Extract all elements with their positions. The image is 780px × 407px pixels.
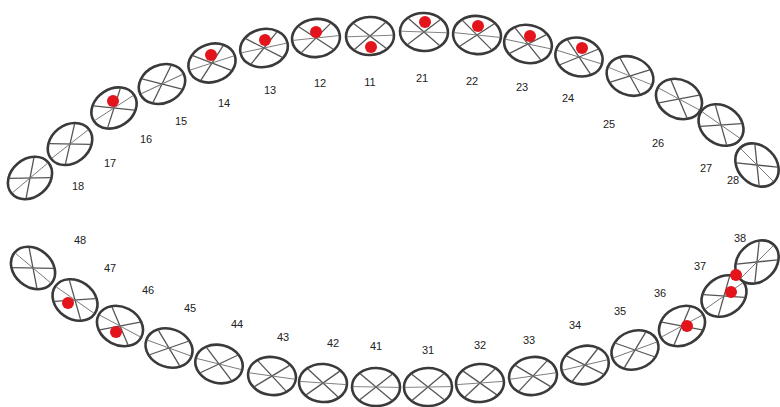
red-dot bbox=[110, 326, 122, 338]
red-dot bbox=[205, 49, 217, 61]
tooth-number: 13 bbox=[264, 85, 276, 96]
red-dot bbox=[62, 297, 74, 309]
tooth bbox=[557, 341, 612, 389]
tooth bbox=[140, 322, 198, 374]
tooth bbox=[601, 49, 660, 102]
tooth bbox=[451, 14, 503, 57]
tooth-number: 47 bbox=[104, 263, 116, 274]
tooth bbox=[290, 17, 342, 60]
tooth bbox=[84, 79, 145, 137]
tooth-number: 11 bbox=[364, 77, 375, 88]
tooth bbox=[404, 368, 453, 407]
tooth-number: 24 bbox=[562, 93, 574, 104]
tooth bbox=[352, 368, 401, 407]
tooth-number: 38 bbox=[734, 233, 746, 244]
tooth-number: 36 bbox=[654, 288, 666, 299]
tooth bbox=[237, 24, 292, 71]
red-dot bbox=[725, 286, 737, 298]
tooth bbox=[606, 324, 664, 376]
tooth-number: 35 bbox=[614, 306, 626, 317]
red-marks bbox=[62, 16, 742, 338]
tooth-number: 44 bbox=[231, 319, 243, 330]
tooth-number: 42 bbox=[327, 338, 339, 349]
red-dot bbox=[524, 30, 536, 42]
tooth-number: 43 bbox=[277, 332, 289, 343]
tooth-number: 26 bbox=[652, 138, 664, 149]
red-dot bbox=[310, 26, 322, 38]
red-dot bbox=[107, 95, 119, 107]
tooth bbox=[399, 12, 448, 52]
tooth bbox=[39, 114, 100, 173]
tooth bbox=[90, 298, 150, 354]
tooth-number: 17 bbox=[104, 158, 116, 169]
red-dot bbox=[259, 34, 271, 46]
tooth bbox=[345, 16, 394, 56]
tooth bbox=[132, 57, 192, 112]
tooth-number: 14 bbox=[218, 98, 230, 109]
tooth bbox=[246, 354, 299, 398]
tooth-number: 31 bbox=[422, 345, 434, 356]
tooth bbox=[727, 232, 780, 293]
tooth-number: 37 bbox=[694, 261, 706, 272]
tooth-number: 34 bbox=[569, 320, 581, 331]
tooth-number: 12 bbox=[314, 78, 326, 89]
tooth bbox=[298, 362, 349, 403]
tooth-number: 21 bbox=[416, 73, 428, 84]
tooth-number: 16 bbox=[140, 134, 152, 145]
tooth bbox=[455, 362, 506, 403]
tooth bbox=[191, 340, 247, 388]
tooth-number: 45 bbox=[184, 303, 196, 314]
tooth-number: 22 bbox=[466, 76, 478, 87]
tooth bbox=[501, 20, 556, 67]
red-dot bbox=[681, 320, 693, 332]
red-dot bbox=[419, 16, 431, 28]
tooth-number: 41 bbox=[370, 341, 382, 352]
tooth-number: 23 bbox=[516, 82, 528, 93]
tooth-number: 25 bbox=[603, 119, 615, 130]
red-dot bbox=[472, 20, 484, 32]
tooth bbox=[507, 354, 560, 398]
red-dot bbox=[365, 41, 377, 53]
tooth bbox=[550, 32, 607, 82]
tooth-number: 15 bbox=[175, 116, 187, 127]
tooth-number: 48 bbox=[74, 235, 86, 246]
tooth-number: 28 bbox=[727, 175, 739, 186]
tooth bbox=[183, 38, 240, 89]
tooth bbox=[727, 135, 780, 196]
tooth-number: 32 bbox=[474, 340, 486, 351]
tooth-number: 46 bbox=[142, 285, 154, 296]
tooth-number: 33 bbox=[523, 335, 535, 346]
red-dot bbox=[576, 42, 588, 54]
tooth-number: 18 bbox=[72, 181, 84, 192]
red-dot bbox=[730, 269, 742, 281]
tooth-number: 27 bbox=[700, 163, 712, 174]
